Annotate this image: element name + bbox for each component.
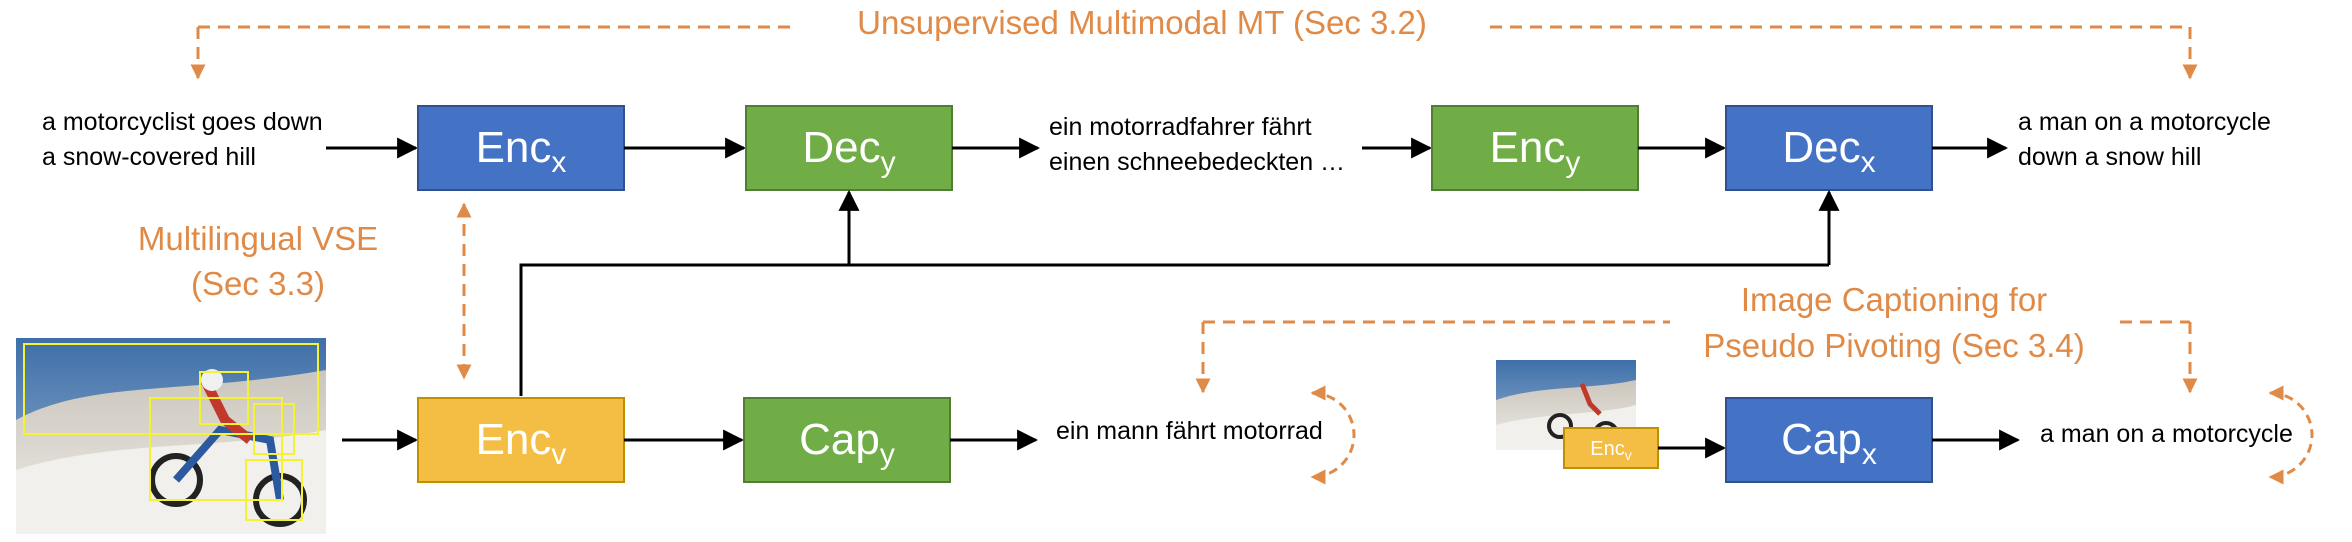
box-subscript: x: [551, 146, 566, 179]
box-label: Enc: [1590, 438, 1624, 460]
captioning-bracket: [1195, 320, 2198, 394]
svg-text:Capy: Capy: [799, 415, 895, 471]
enc-v-small-box: Encv: [1563, 427, 1659, 469]
svg-text:Decy: Decy: [802, 123, 895, 179]
captioning-label-line2: Pseudo Pivoting (Sec 3.4): [1703, 327, 2085, 364]
cap-y-box: Capy: [743, 397, 951, 483]
english-output-line2: down a snow hill: [2018, 143, 2201, 171]
box-subscript: x: [1861, 146, 1876, 179]
german-translation-line2: einen schneebedeckten …: [1049, 148, 1345, 176]
box-label: Cap: [799, 415, 880, 464]
svg-text:Encv: Encv: [476, 415, 567, 471]
box-subscript: y: [1565, 146, 1580, 179]
source-sentence-line1: a motorcyclist goes down: [42, 108, 323, 136]
svg-text:Encx: Encx: [476, 123, 567, 179]
multilingual-vse-label: Multilingual VSE: [138, 220, 378, 257]
cycle-arrow-icon: [2268, 385, 2314, 485]
box-label: Enc: [476, 415, 552, 464]
encv-feature-connector: [519, 263, 1829, 396]
multilingual-vse-sec-label: (Sec 3.3): [191, 265, 325, 302]
english-output-line1: a man on a motorcycle: [2018, 108, 2271, 136]
svg-text:Capx: Capx: [1781, 415, 1877, 471]
enc-x-box: Encx: [417, 105, 625, 191]
motorcycle-desert-photo: [16, 338, 326, 534]
box-label: Enc: [476, 123, 552, 172]
cycle-arrow-icon: [1310, 385, 1356, 485]
svg-text:Decx: Decx: [1782, 123, 1875, 179]
box-label: Cap: [1781, 415, 1862, 464]
enc-v-box: Encv: [417, 397, 625, 483]
dec-y-box: Decy: [745, 105, 953, 191]
box-subscript: y: [881, 146, 896, 179]
box-label: Dec: [1782, 123, 1860, 172]
box-label: Dec: [802, 123, 880, 172]
box-subscript: v: [551, 438, 566, 471]
box-subscript: v: [1625, 447, 1632, 463]
box-subscript: x: [1862, 438, 1877, 471]
german-caption: ein mann fährt motorrad: [1056, 417, 1323, 445]
box-label: Enc: [1490, 123, 1566, 172]
enc-y-box: Ency: [1431, 105, 1639, 191]
dec-x-box: Decx: [1725, 105, 1933, 191]
german-translation-line1: ein motorradfahrer fährt: [1049, 113, 1312, 141]
english-caption: a man on a motorcycle: [2040, 420, 2293, 448]
source-sentence-line2: a snow-covered hill: [42, 143, 256, 171]
captioning-label-line1: Image Captioning for: [1741, 281, 2047, 318]
svg-text:Ency: Ency: [1490, 123, 1581, 179]
box-subscript: y: [880, 438, 895, 471]
cap-x-box: Capx: [1725, 397, 1933, 483]
svg-text:Encv: Encv: [1590, 438, 1631, 463]
unsupervised-mt-bracket: [190, 25, 2198, 80]
unsupervised-mt-label: Unsupervised Multimodal MT (Sec 3.2): [857, 4, 1427, 41]
